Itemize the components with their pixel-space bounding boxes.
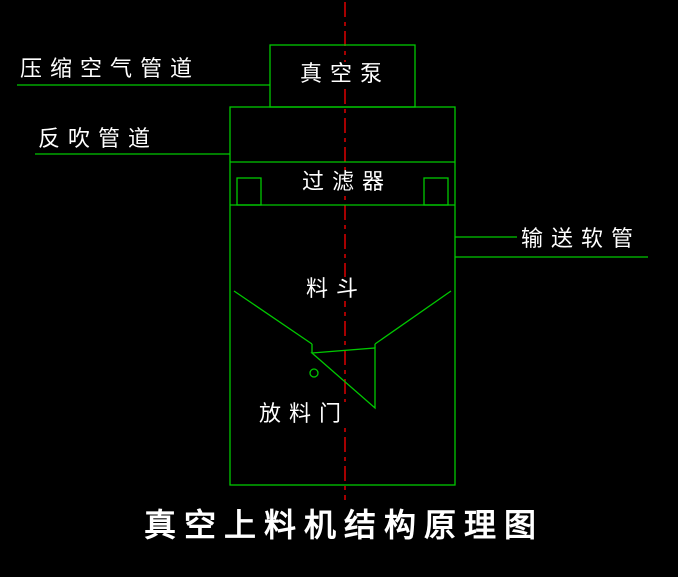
label-compressed-air-pipe: 压缩空气管道 bbox=[18, 56, 203, 82]
label-discharge-door: 放料门 bbox=[257, 401, 352, 427]
machine-body-outline bbox=[229, 106, 456, 486]
hopper-left-slant bbox=[233, 290, 313, 345]
discharge-door-flap bbox=[310, 347, 376, 410]
hopper-right-slant bbox=[374, 290, 452, 345]
label-vacuum-pump: 真空泵 bbox=[298, 61, 393, 87]
discharge-door-hinge bbox=[309, 368, 319, 378]
label-filter: 过滤器 bbox=[300, 169, 395, 195]
label-backblow-pipe: 反吹管道 bbox=[36, 126, 161, 152]
label-conveying-hose: 输送软管 bbox=[519, 226, 644, 252]
diagram-title: 真空上料机结构原理图 bbox=[144, 507, 545, 543]
filter-right-support bbox=[423, 177, 449, 206]
filter-left-support bbox=[236, 177, 262, 206]
label-hopper: 料斗 bbox=[304, 276, 369, 302]
